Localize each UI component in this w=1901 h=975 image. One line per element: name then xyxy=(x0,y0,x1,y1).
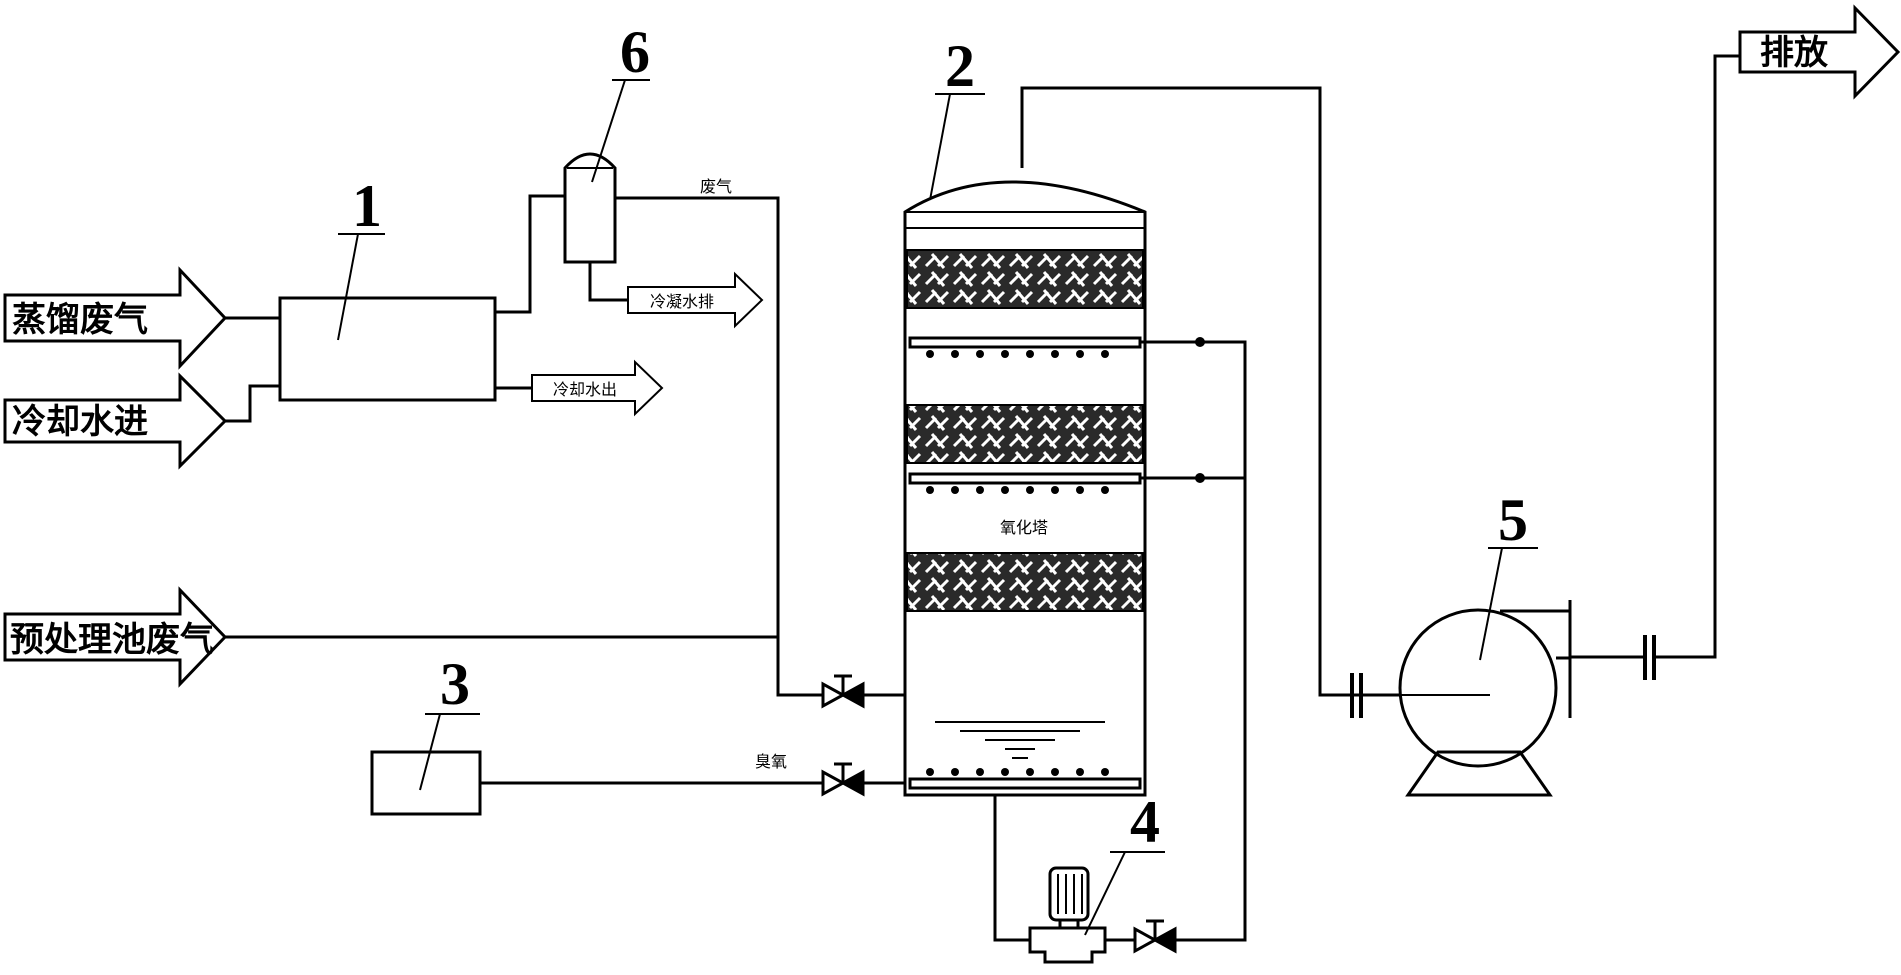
exhaust-fan-5: 5 xyxy=(1398,487,1572,797)
label-number-3: 3 xyxy=(440,651,470,717)
outlet-arrow-condensate: 冷凝水排 xyxy=(627,271,764,329)
condenser-1: 1 xyxy=(225,173,497,423)
distill-gas-label: 蒸馏废气 xyxy=(12,300,148,340)
label-number-5: 5 xyxy=(1498,487,1528,553)
packing-layer-3 xyxy=(906,552,1144,612)
label-number-2: 2 xyxy=(945,33,975,99)
inlet-arrow-cooling-water: 冷却水进 xyxy=(3,372,228,470)
valve-recirculation xyxy=(1133,919,1177,954)
packing-layer-2 xyxy=(906,404,1144,464)
separator-6: 6 xyxy=(563,19,650,264)
valve-ozone xyxy=(821,762,905,797)
valve-gas-inlet xyxy=(821,674,905,709)
discharge-label: 排放 xyxy=(1760,33,1828,73)
cooling-water-in-label: 冷却水进 xyxy=(12,402,148,442)
ozone-generator-3: 3 xyxy=(370,651,482,816)
outlet-arrow-cooling-water: 冷却水出 xyxy=(531,359,664,417)
label-number-1: 1 xyxy=(352,173,382,239)
inlet-arrow-distill-gas: 蒸馏废气 xyxy=(3,266,228,370)
oxidation-tower-2: 2 氧化塔 xyxy=(903,33,1147,797)
inlet-arrow-pretreat-gas: 预处理池废气 xyxy=(3,586,228,688)
label-number-6: 6 xyxy=(620,19,650,85)
pretreat-gas-label: 预处理池废气 xyxy=(10,620,214,660)
cooling-water-out-label: 冷却水出 xyxy=(553,380,617,399)
spray-header-2 xyxy=(908,472,1142,494)
packing-layer-1 xyxy=(906,249,1144,309)
ozone-pipe-label: 臭氧 xyxy=(755,752,787,771)
waste-gas-pipe-label: 废气 xyxy=(700,177,732,196)
tower-label: 氧化塔 xyxy=(1000,518,1048,537)
spray-header-1 xyxy=(908,336,1142,358)
outlet-arrow-discharge: 排放 xyxy=(1738,4,1901,100)
liquid-level xyxy=(935,721,1105,759)
condensate-out-label: 冷凝水排 xyxy=(650,292,714,311)
label-number-4: 4 xyxy=(1130,789,1160,855)
circulation-pump-4: 4 xyxy=(1028,789,1165,964)
ozone-distributor xyxy=(908,768,1142,790)
